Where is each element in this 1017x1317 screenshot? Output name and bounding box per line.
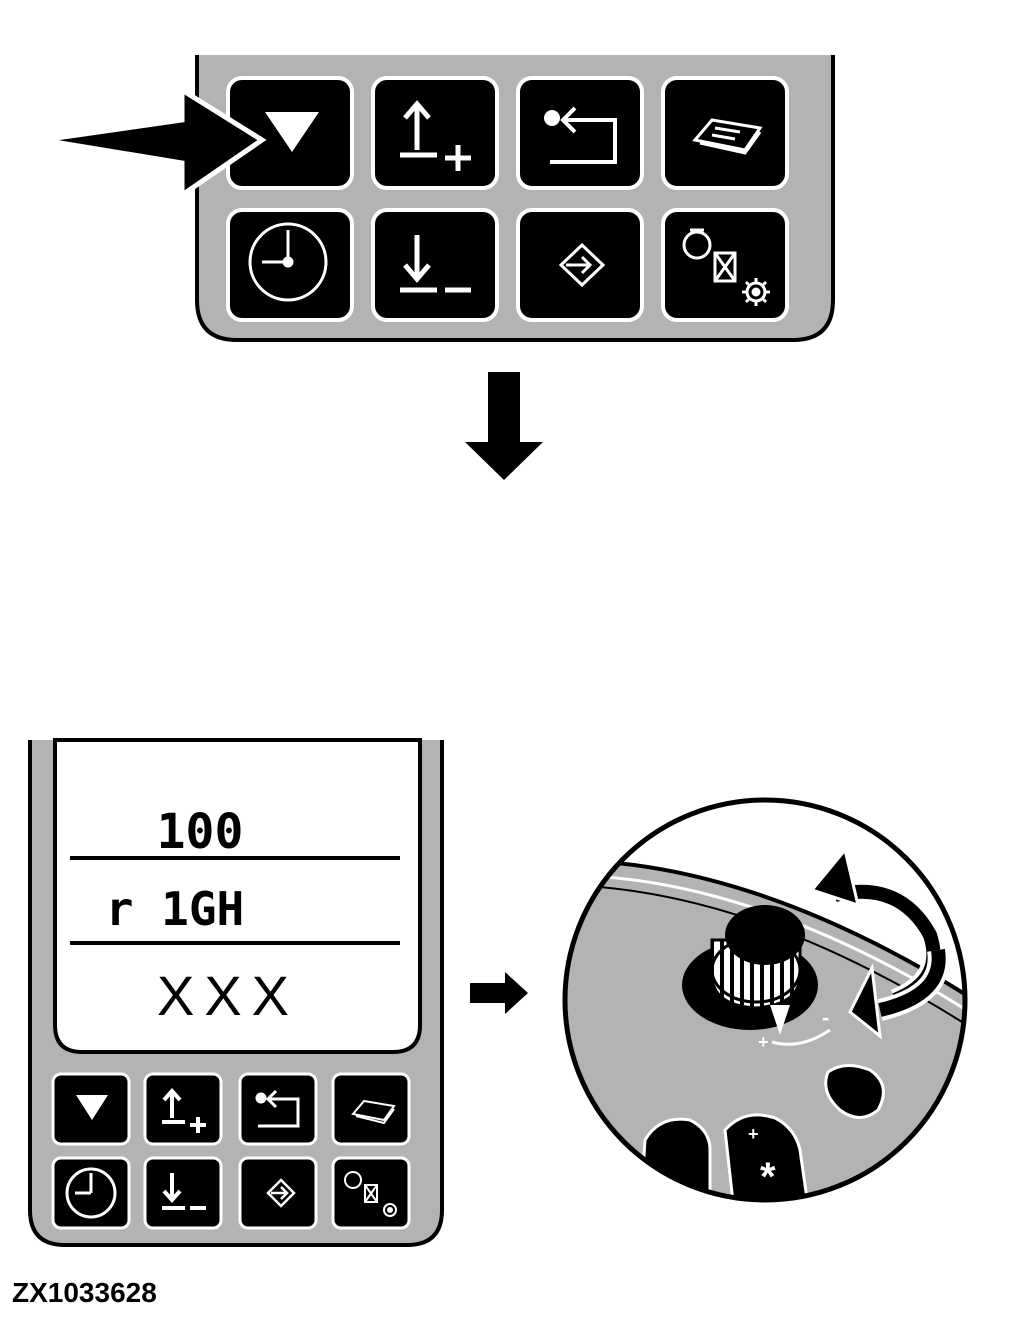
right-arrow [470,972,528,1014]
down-arrow [465,372,543,480]
star-button[interactable] [723,1113,812,1220]
raise-plus-icon [162,1087,206,1133]
small-engine-settings-key[interactable] [331,1156,411,1230]
lower-minus-icon [162,1173,206,1210]
display-unit: 100 r 1GH XXX [28,738,444,1247]
dial-detail: + - + * [562,797,968,1220]
lcd-screen [53,738,422,1054]
round-button[interactable] [824,1064,885,1119]
star-button-star: * [760,1155,776,1199]
rotation-arrowhead-bottom [848,962,882,1040]
header-icon [351,1099,396,1125]
detail-circle-outline [562,797,968,1203]
small-enter-key[interactable] [238,1156,318,1230]
small-down-triangle-key[interactable] [51,1072,131,1146]
rotation-arrow-lower [878,948,946,1017]
top-keypad [41,55,835,342]
dial-range-arc [771,1028,831,1046]
throttle-dial[interactable] [710,905,805,1010]
display-line-2: r 1GH [106,882,244,936]
raise-plus-key[interactable] [371,76,499,190]
clock-key[interactable] [226,208,354,322]
return-arrow-icon [544,106,617,164]
header-icon [692,118,763,155]
dial-minus-mark: - [822,1005,829,1030]
lower-minus-key[interactable] [371,208,499,322]
engine-settings-icon [682,228,770,306]
down-triangle-icon [76,1095,108,1120]
dial-plus-mark: + [758,1032,769,1052]
small-return-key[interactable] [238,1072,318,1146]
star-button-plus: + [748,1124,759,1144]
return-key[interactable] [516,76,644,190]
display-line-1: 100 [157,804,244,860]
enter-key[interactable] [516,208,644,322]
rotation-arrowhead-top [809,846,861,908]
small-lower-minus-key[interactable] [143,1156,223,1230]
enter-diamond-icon [266,1178,296,1208]
left-bottom-button[interactable] [638,1117,712,1220]
small-clock-key[interactable] [51,1156,131,1230]
clock-icon [65,1167,117,1219]
small-raise-plus-key[interactable] [143,1072,223,1146]
enter-diamond-icon [558,242,606,288]
lower-minus-icon [400,235,471,293]
small-header-key[interactable] [331,1072,411,1146]
engine-settings-key[interactable] [661,208,789,322]
figure-id: ZX1033628 [12,1277,157,1308]
engine-settings-icon [344,1171,397,1217]
pointer-arrow [41,85,267,200]
display-line-3: XXX [157,964,299,1027]
dial-indicator [770,1005,790,1035]
return-arrow-icon [255,1089,300,1128]
raise-plus-icon [400,100,471,171]
header-key[interactable] [661,76,789,190]
clock-icon [248,222,328,302]
down-triangle-icon [265,112,319,152]
